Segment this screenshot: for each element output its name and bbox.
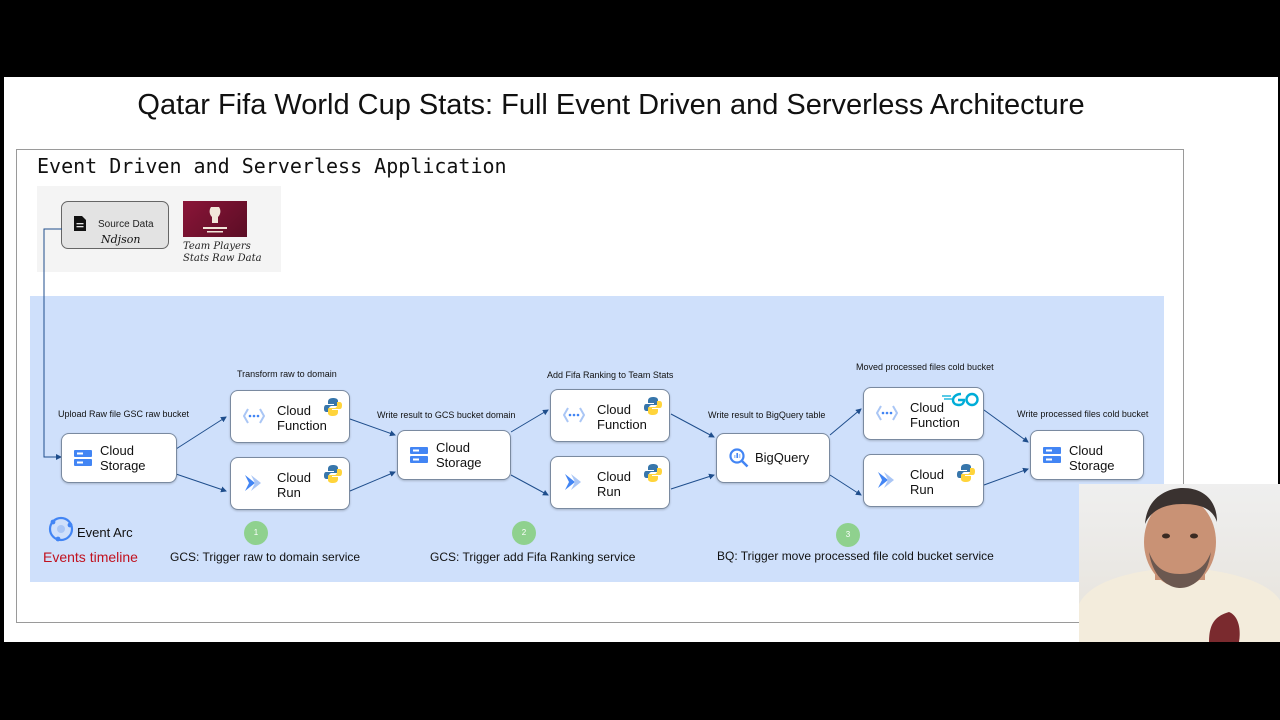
trophy-icon [203,207,227,233]
step-label-add-ranking: Add Fifa Ranking to Team Stats [547,370,674,380]
go-icon [942,392,979,407]
trigger-label-2: GCS: Trigger add Fifa Ranking service [430,550,636,564]
python-icon [644,464,662,482]
cloud-functions-icon [563,407,585,423]
cloud-functions-icon [243,408,265,424]
bigquery-node: BigQuery [716,433,830,483]
slide: Qatar Fifa World Cup Stats: Full Event D… [4,77,1280,642]
presenter-silhouette [1079,488,1280,642]
event-badge-2: 2 [512,521,536,545]
events-timeline-label: Events timeline [43,549,138,565]
logo-caption: Team Players Stats Raw Data [183,241,262,264]
python-icon [644,397,662,415]
source-data-box: Source Data Ndjson [61,201,169,249]
step-label-write-domain: Write result to GCS bucket domain [377,410,516,420]
cloud-storage-icon [410,447,428,463]
step-label-transform: Transform raw to domain [237,369,337,379]
eventarc-label: Event Arc [77,525,133,540]
step-label-upload: Upload Raw file GSC raw bucket [58,409,190,419]
node-label: BigQuery [755,450,810,465]
cloud-run-icon [565,474,581,490]
cloud-storage-icon [74,450,92,466]
event-badge-3: 3 [836,523,860,547]
frame-title: Event Driven and Serverless Application [37,154,507,178]
cloud-run-icon [245,475,261,491]
cloud-run-icon [878,472,894,488]
event-badge-1: 1 [244,521,268,545]
presenter-video [1079,484,1280,642]
trigger-label-3: BQ: Trigger move processed file cold buc… [717,549,994,563]
step-label-write-bq: Write result to BigQuery table [708,410,826,420]
python-icon [324,465,342,483]
cloud-storage-icon [1043,447,1061,463]
step-label-write-cold: Write processed files cold bucket [1017,409,1149,419]
eventarc-icon [48,516,74,542]
source-data-label: Source Data [98,219,154,230]
python-icon [957,464,975,482]
world-cup-logo [183,201,247,237]
cloud-functions-icon [876,405,898,421]
trigger-label-1: GCS: Trigger raw to domain service [170,550,361,564]
slide-title: Qatar Fifa World Cup Stats: Full Event D… [137,89,1085,121]
source-format-label: Ndjson [101,233,141,246]
bigquery-icon [729,448,749,468]
step-label-moved: Moved processed files cold bucket [856,362,994,372]
python-icon [324,398,342,416]
document-icon [74,216,86,231]
source-panel: Source Data Ndjson Team Players Stats Ra… [37,186,281,272]
